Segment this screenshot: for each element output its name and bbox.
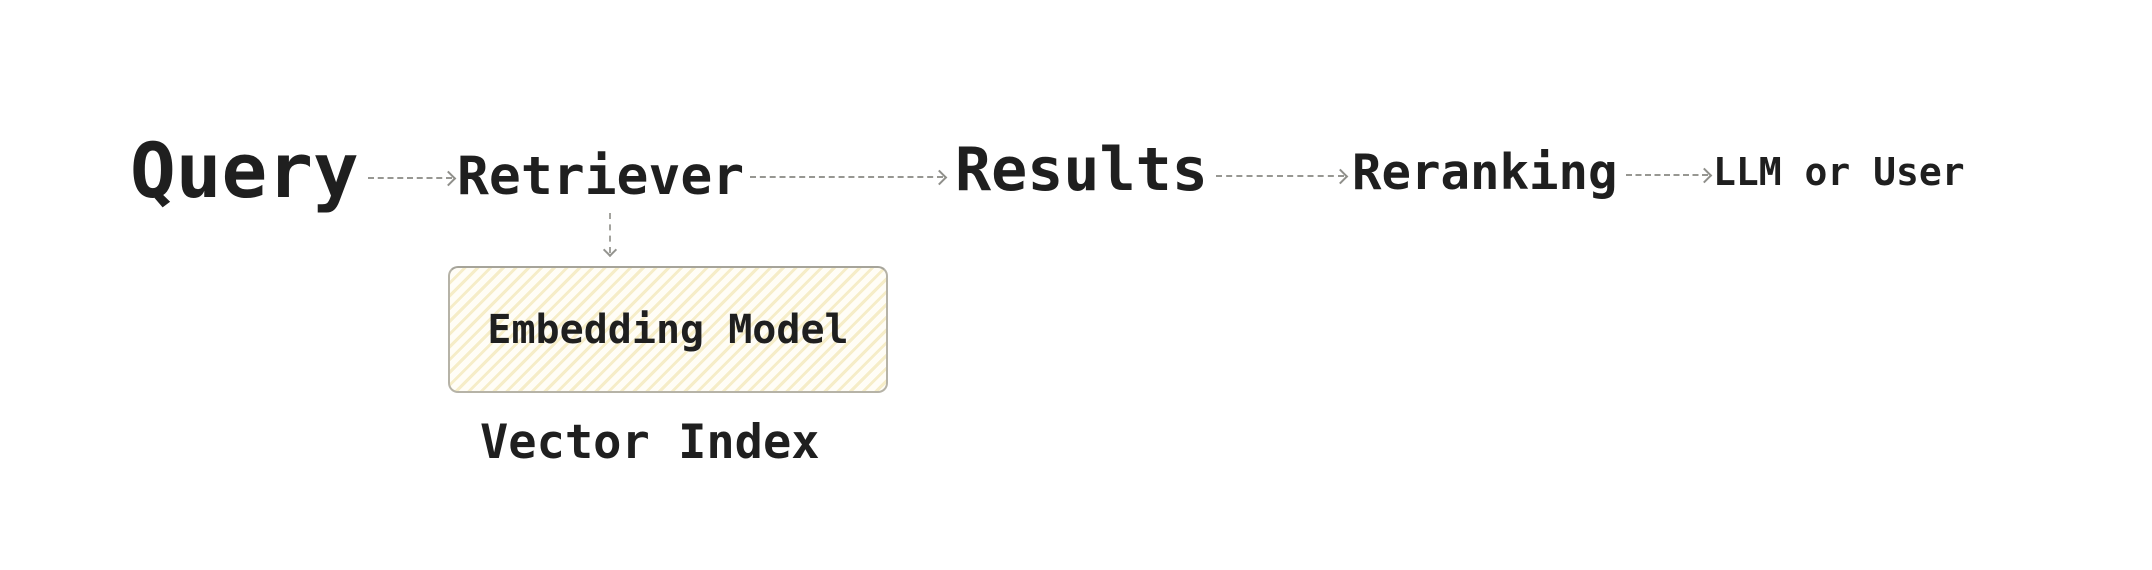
arrow-down-icon	[602, 242, 618, 258]
arrow-right-icon	[1696, 167, 1713, 184]
arrow-right-icon	[1332, 168, 1349, 185]
edge-retriever-to-results	[750, 169, 948, 186]
arrow-right-icon	[931, 169, 948, 186]
node-llm-or-user: LLM or User	[1713, 150, 1965, 194]
edge-results-to-reranking	[1216, 168, 1349, 185]
embedding-model-box: Embedding Model	[448, 266, 888, 393]
edge-query-to-retriever	[368, 170, 457, 187]
node-reranking: Reranking	[1352, 144, 1618, 201]
node-retriever: Retriever	[457, 146, 745, 207]
edge-retriever-to-embedding-model	[602, 213, 618, 258]
vector-index-label: Vector Index	[480, 415, 820, 470]
node-query: Query	[130, 126, 359, 215]
node-results: Results	[955, 135, 1208, 205]
embedding-model-label: Embedding Model	[487, 306, 849, 353]
edge-reranking-to-llm	[1626, 167, 1713, 184]
arrow-right-icon	[440, 170, 457, 187]
